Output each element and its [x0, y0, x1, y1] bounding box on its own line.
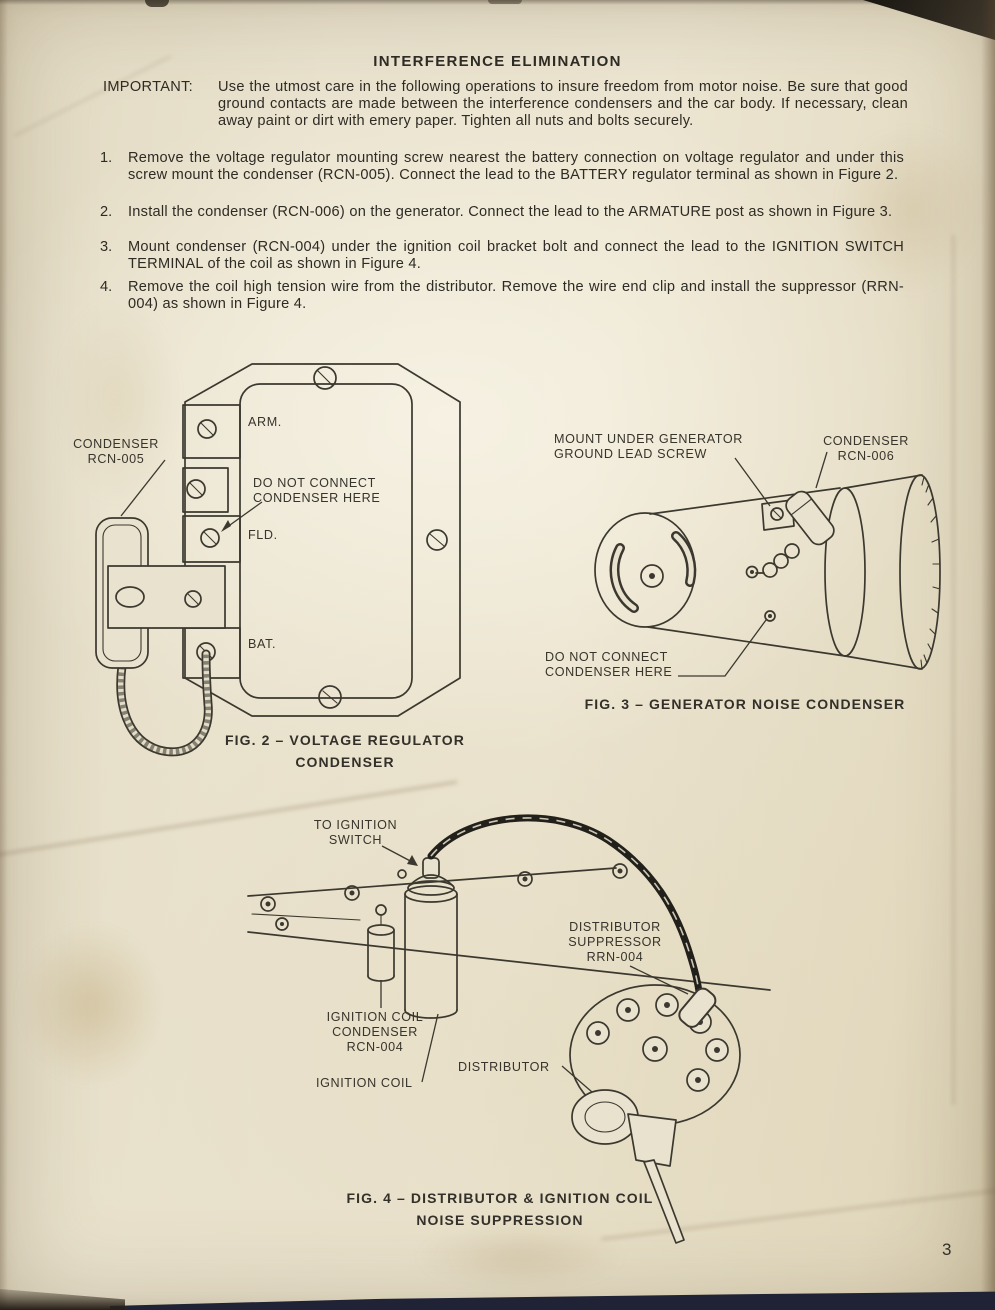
- instruction-step-4: Remove the coil high tension wire from t…: [128, 279, 904, 313]
- generator-body: [594, 474, 941, 670]
- page-number: 3: [942, 1240, 952, 1259]
- label-ignition-coil: IGNITION COIL: [316, 1076, 413, 1090]
- instruction-step-1: Remove the voltage regulator mounting sc…: [128, 150, 904, 184]
- step-number: 3.: [100, 239, 113, 255]
- field-post: [764, 610, 776, 622]
- torn-corner-top-right: [863, 0, 995, 40]
- condenser-rcn-004: [367, 904, 395, 982]
- engine-block-edge: [247, 863, 771, 991]
- bottom-edge-dark-strip: [110, 1291, 995, 1310]
- regulator-outline: [184, 363, 461, 717]
- arrowhead: [407, 855, 418, 866]
- primary-terminal: [397, 869, 407, 879]
- paper-stain: [18, 925, 163, 1085]
- drive-shaft: [643, 1159, 685, 1244]
- figure-3-generator: MOUNT UNDER GENERATOR GROUND LEAD SCREW …: [540, 418, 950, 718]
- generator-diagram: [594, 451, 941, 677]
- distributor-body: [627, 1113, 677, 1167]
- label-arm-terminal: ARM.: [248, 415, 282, 429]
- bracket-bolt: [375, 904, 387, 916]
- right-edge-shadow: [981, 0, 995, 1310]
- figure-4-caption: FIG. 4 – DISTRIBUTOR & IGNITION COIL NOI…: [346, 1190, 654, 1228]
- step-number: 2.: [100, 204, 113, 220]
- instruction-step-2: Install the condenser (RCN-006) on the g…: [128, 204, 893, 220]
- suppressor-rrn-004: [678, 987, 717, 1028]
- top-edge-shadow: [0, 0, 995, 5]
- condenser-rcn-006: [745, 490, 835, 622]
- mounting-bracket: [107, 565, 226, 629]
- label-bat-terminal: BAT.: [248, 637, 277, 651]
- label-do-not-connect: DO NOT CONNECT CONDENSER HERE: [253, 476, 381, 505]
- figure-3-caption: FIG. 3 – GENERATOR NOISE CONDENSER: [584, 696, 906, 712]
- label-to-ignition-switch: TO IGNITION SWITCH: [313, 818, 398, 847]
- label-condenser-rcn-005: CONDENSER RCN-005: [73, 437, 159, 466]
- leader-lines: [678, 451, 828, 677]
- edge-nick: [145, 0, 169, 7]
- leader-lines: [380, 845, 689, 1093]
- label-fld-terminal: FLD.: [248, 528, 278, 542]
- bottom-left-edge-shadow: [0, 1289, 125, 1310]
- label-condenser-rcn-006: CONDENSER RCN-006: [823, 434, 909, 463]
- page-title: INTERFERENCE ELIMINATION: [373, 53, 622, 70]
- label-mount-under-generator: MOUNT UNDER GENERATOR GROUND LEAD SCREW: [554, 432, 743, 461]
- distributor-coil-diagram: [247, 814, 771, 1244]
- paper-crease: [952, 235, 955, 1105]
- figure-4-distributor-coil: TO IGNITION SWITCH DISTRIBUTOR SUPPRESSO…: [230, 802, 795, 1252]
- label-distributor-suppressor: DISTRIBUTOR SUPPRESSOR RRN-004: [568, 920, 662, 964]
- condenser-rcn-005: [95, 517, 226, 757]
- voltage-regulator-diagram: [95, 363, 461, 757]
- ribbed-end-fins: [920, 476, 941, 670]
- condenser-body: [785, 490, 835, 546]
- label-do-not-connect: DO NOT CONNECT CONDENSER HERE: [545, 650, 673, 679]
- high-tension-wire: [427, 814, 704, 1004]
- left-edge-shadow: [0, 0, 8, 1310]
- coiled-lead: [784, 543, 800, 559]
- important-text: Use the utmost care in the following ope…: [218, 79, 908, 130]
- label-distributor: DISTRIBUTOR: [458, 1060, 550, 1074]
- edge-nick: [488, 0, 522, 4]
- leader-lines: [120, 459, 263, 532]
- step-number: 4.: [100, 279, 113, 295]
- regulator-terminals: [182, 404, 241, 679]
- figure-2-caption: FIG. 2 – VOLTAGE REGULATOR CONDENSER: [225, 732, 465, 770]
- label-ignition-coil-condenser: IGNITION COIL CONDENSER RCN-004: [326, 1010, 424, 1054]
- arrowhead: [221, 520, 231, 532]
- armature-post: [745, 565, 759, 579]
- step-number: 1.: [100, 150, 113, 166]
- instruction-step-3: Mount condenser (RCN-004) under the igni…: [128, 239, 904, 273]
- figure-2-voltage-regulator: CONDENSER RCN-005 ARM. DO NOT CONNECT CO…: [55, 352, 525, 792]
- important-label: IMPORTANT:: [103, 79, 194, 95]
- ignition-coil: [397, 857, 458, 1019]
